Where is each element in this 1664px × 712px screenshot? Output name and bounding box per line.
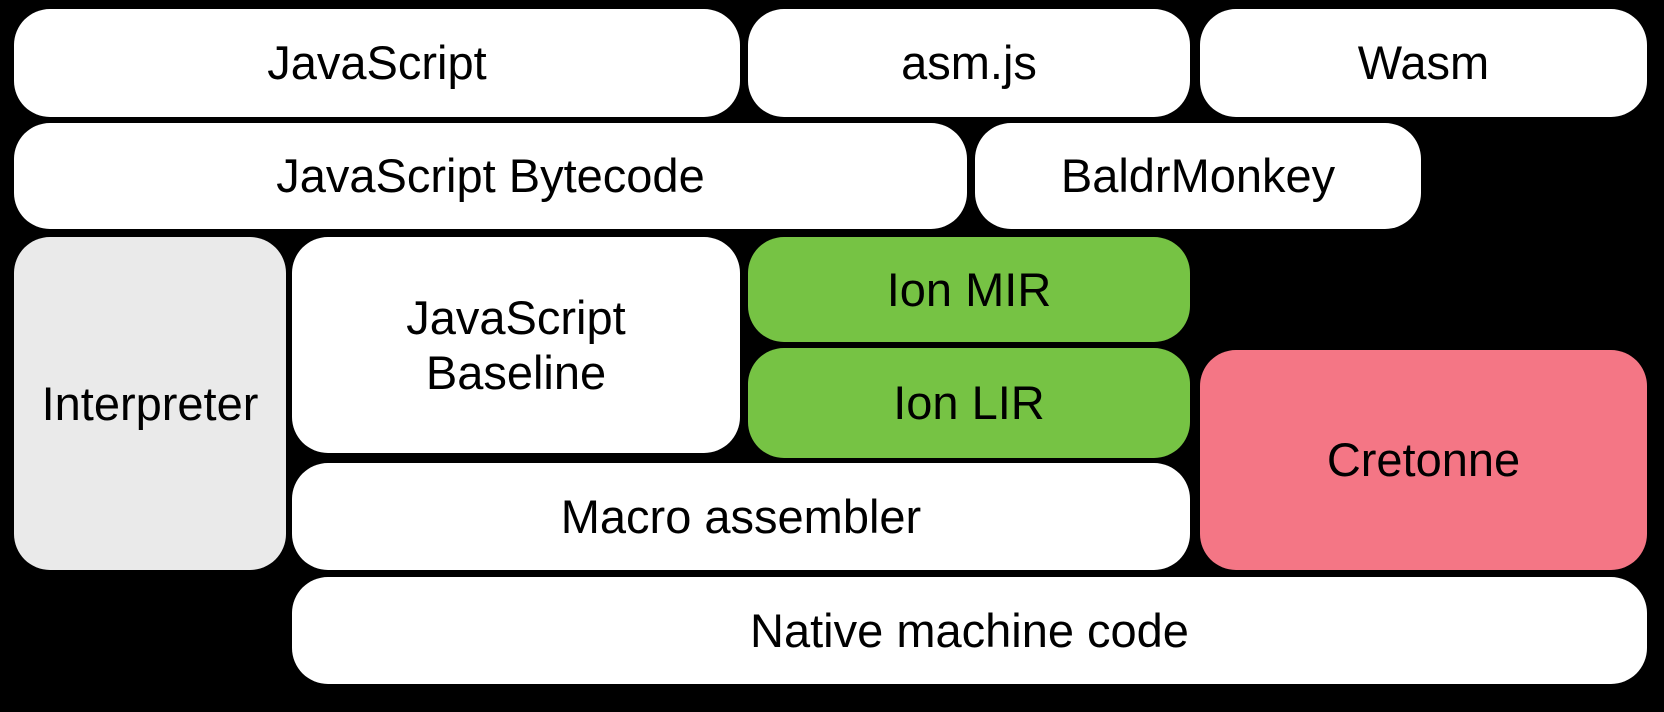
node-cretonne: Cretonne [1200,350,1647,570]
node-native-machine-code: Native machine code [292,577,1647,684]
node-ion-mir: Ion MIR [748,237,1190,342]
node-wasm: Wasm [1200,9,1647,117]
node-asmjs: asm.js [748,9,1190,117]
node-baldrmonkey: BaldrMonkey [975,123,1421,229]
node-javascript-baseline: JavaScript Baseline [292,237,740,453]
node-macro-assembler: Macro assembler [292,463,1190,570]
node-javascript: JavaScript [14,9,740,117]
node-interpreter: Interpreter [14,237,286,570]
node-ion-lir: Ion LIR [748,348,1190,458]
node-javascript-bytecode: JavaScript Bytecode [14,123,967,229]
